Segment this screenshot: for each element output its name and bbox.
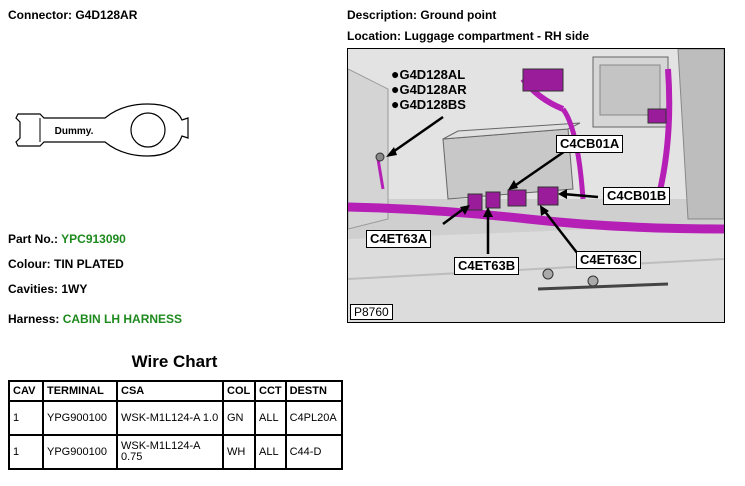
cell-cav: 1 bbox=[8, 400, 44, 436]
description-label: Description: bbox=[347, 8, 418, 22]
cavities-value: 1WY bbox=[61, 282, 88, 296]
cell-csa: WSK-M1L124-A 0.75 bbox=[116, 434, 224, 470]
location-value: Luggage compartment - RH side bbox=[404, 29, 590, 43]
cavities-label: Cavities: bbox=[8, 282, 59, 296]
location-label: Location: bbox=[347, 29, 401, 43]
cell-cav: 1 bbox=[8, 434, 44, 470]
part-no-line: Part No.: YPC913090 bbox=[8, 232, 126, 246]
header-destn: DESTN bbox=[284, 380, 343, 402]
callout-g4d128al[interactable]: ●G4D128AL bbox=[391, 66, 466, 82]
harness-value[interactable]: CABIN LH HARNESS bbox=[62, 312, 183, 326]
colour-label: Colour: bbox=[8, 257, 51, 271]
callout-c4et63a[interactable]: C4ET63A bbox=[366, 230, 432, 248]
callout-g4d128bs[interactable]: ●G4D128BS bbox=[391, 96, 466, 112]
part-no-value[interactable]: YPC913090 bbox=[61, 232, 126, 246]
harness-label: Harness: bbox=[8, 312, 60, 326]
cell-csa: WSK-M1L124-A 1.0 bbox=[116, 400, 224, 436]
table-row: 1 YPG900100 WSK-M1L124-A 1.0 GN ALL C4PL… bbox=[8, 400, 343, 436]
cell-cct: ALL bbox=[254, 400, 287, 436]
connector-label: Connector: bbox=[8, 8, 72, 22]
callout-c4cb01b[interactable]: C4CB01B bbox=[603, 187, 671, 205]
location-photo: ●G4D128AL ●G4D128AR ●G4D128BS C4CB01A C4… bbox=[347, 48, 725, 323]
cell-col: GN bbox=[222, 400, 256, 436]
wire-chart-header-row: CAV TERMINAL CSA COL CCT DESTN bbox=[8, 380, 343, 402]
wire-chart-table: CAV TERMINAL CSA COL CCT DESTN 1 YPG9001… bbox=[8, 380, 343, 470]
cell-col: WH bbox=[222, 434, 256, 470]
harness-line: Harness: CABIN LH HARNESS bbox=[8, 312, 182, 326]
table-row: 1 YPG900100 WSK-M1L124-A 0.75 WH ALL C44… bbox=[8, 434, 343, 470]
dummy-label: Dummy. bbox=[55, 126, 94, 137]
description-value: Ground point bbox=[420, 8, 497, 22]
cell-terminal: YPG900100 bbox=[42, 400, 118, 436]
cell-terminal: YPG900100 bbox=[42, 434, 118, 470]
part-no-label: Part No.: bbox=[8, 232, 59, 246]
connector-dummy-drawing: Dummy. bbox=[15, 103, 189, 157]
cavities-line: Cavities: 1WY bbox=[8, 282, 87, 296]
photo-illustration bbox=[348, 49, 724, 322]
header-cct: CCT bbox=[254, 380, 287, 402]
cell-cct: ALL bbox=[254, 434, 287, 470]
bullet-icon: ● bbox=[391, 81, 400, 97]
header-cav: CAV bbox=[8, 380, 44, 402]
location-line: Location: Luggage compartment - RH side bbox=[347, 29, 589, 43]
bullet-icon: ● bbox=[391, 96, 400, 112]
callout-c4et63c[interactable]: C4ET63C bbox=[576, 251, 642, 269]
description-line: Description: Ground point bbox=[347, 8, 496, 22]
cell-destn[interactable]: C44-D bbox=[284, 434, 343, 470]
callout-g4d128ar[interactable]: ●G4D128AR bbox=[391, 81, 467, 97]
header-csa: CSA bbox=[116, 380, 224, 402]
wire-chart-title: Wire Chart bbox=[131, 352, 218, 371]
bullet-icon: ● bbox=[391, 66, 400, 82]
colour-line: Colour: TIN PLATED bbox=[8, 257, 124, 271]
connector-line: Connector: G4D128AR bbox=[8, 8, 137, 22]
photo-code: P8760 bbox=[350, 304, 393, 320]
callout-c4et63b[interactable]: C4ET63B bbox=[454, 257, 520, 275]
connector-value: G4D128AR bbox=[75, 8, 138, 22]
cell-destn[interactable]: C4PL20A bbox=[284, 400, 343, 436]
colour-value: TIN PLATED bbox=[54, 257, 124, 271]
header-col: COL bbox=[222, 380, 256, 402]
callout-c4cb01a[interactable]: C4CB01A bbox=[556, 135, 624, 153]
header-terminal: TERMINAL bbox=[42, 380, 118, 402]
